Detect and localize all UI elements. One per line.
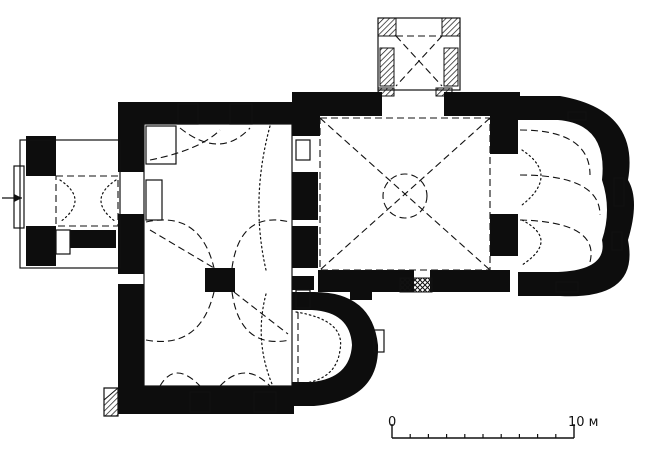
scale-end-label: 10 м: [568, 415, 598, 430]
window-recesses: [177, 103, 311, 413]
sw-buttress: [103, 386, 119, 417]
west-narthex: [13, 136, 163, 269]
central-domed-square: [296, 92, 520, 300]
entrance-arrow-icon: [2, 194, 22, 202]
nave-walls: [118, 92, 320, 414]
nave-vaulting: [143, 123, 293, 387]
east-apses: [518, 96, 634, 297]
scale-bar: 0 10 м: [388, 415, 598, 439]
north-porch: [377, 17, 461, 97]
scale-start-label: 0: [388, 415, 396, 430]
south-chapel-apse: [292, 292, 385, 406]
